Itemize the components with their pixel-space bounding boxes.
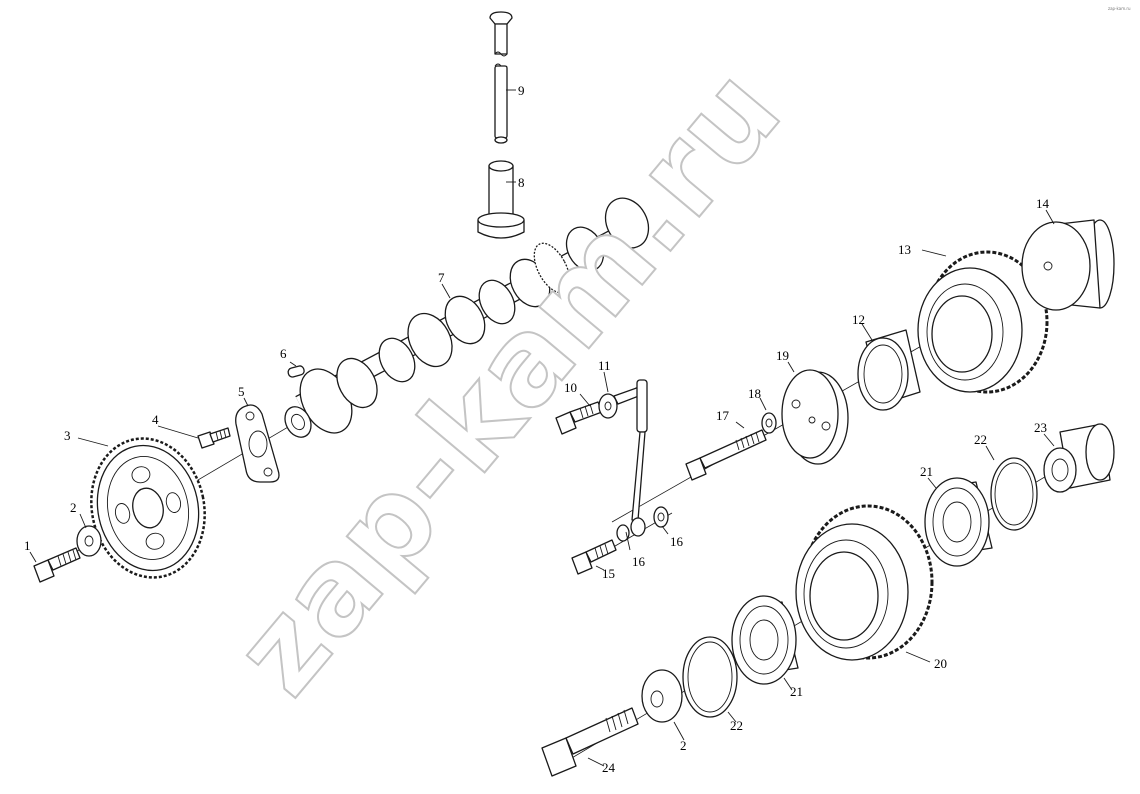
bolt-icon	[33, 547, 81, 583]
callout-15: 15	[602, 566, 615, 581]
key-icon	[287, 365, 305, 378]
bolt-icon	[685, 429, 767, 481]
callout-18: 18	[748, 386, 761, 401]
watermark: zap-kam.ru	[208, 42, 809, 720]
callout-17: 17	[716, 408, 730, 423]
callout-22: 22	[730, 718, 743, 733]
thrust-plate-icon	[235, 404, 280, 483]
bearing-icon	[731, 595, 799, 685]
callout-8: 8	[518, 175, 525, 190]
washer-icon	[641, 669, 683, 723]
leader-lines	[29, 89, 1055, 767]
bolt-icon	[541, 707, 639, 777]
callout-22: 22	[974, 432, 987, 447]
bolt-icon	[571, 539, 617, 575]
callout-21: 21	[790, 684, 803, 699]
washer-icon	[616, 506, 669, 542]
callout-14: 14	[1036, 196, 1050, 211]
sleeve-icon	[1043, 423, 1115, 493]
tappet-icon	[477, 160, 525, 239]
corner-mark: zap-kam.ru	[1108, 6, 1131, 11]
snap-ring-icon	[682, 636, 738, 718]
callout-13: 13	[898, 242, 911, 257]
callout-4: 4	[152, 412, 159, 427]
gear-icon	[90, 437, 206, 579]
callout-10: 10	[564, 380, 577, 395]
callout-2: 2	[680, 738, 687, 753]
callout-9: 9	[518, 83, 525, 98]
callout-24: 24	[602, 760, 616, 775]
callout-1: 1	[24, 538, 31, 553]
callout-7: 7	[438, 270, 445, 285]
snap-ring-icon	[990, 457, 1038, 531]
gear-icon	[795, 504, 934, 661]
camshaft-icon	[284, 197, 650, 438]
bearing-icon	[924, 477, 993, 567]
hub-icon	[1021, 219, 1115, 311]
push-rod-icon	[489, 11, 513, 144]
callout-3: 3	[64, 428, 71, 443]
callout-6: 6	[280, 346, 287, 361]
callout-16: 16	[670, 534, 684, 549]
oil-pipe-icon	[598, 379, 648, 521]
callout-16: 16	[632, 554, 646, 569]
callout-19: 19	[776, 348, 789, 363]
washer-icon	[76, 525, 102, 557]
callout-23: 23	[1034, 420, 1047, 435]
gear-icon	[917, 250, 1049, 394]
callout-11: 11	[598, 358, 611, 373]
callout-2: 2	[70, 500, 77, 515]
callout-21: 21	[920, 464, 933, 479]
flange-plate-icon	[781, 369, 849, 465]
washer-icon	[761, 412, 777, 434]
bushing-icon	[857, 329, 921, 411]
bolt-icon	[197, 427, 231, 449]
callout-12: 12	[852, 312, 865, 327]
callout-20: 20	[934, 656, 947, 671]
callout-labels: 9 8 7 6 5 4 3 2 1 10 11 15 16 16 17 18 1…	[24, 83, 1050, 775]
callout-5: 5	[238, 384, 245, 399]
